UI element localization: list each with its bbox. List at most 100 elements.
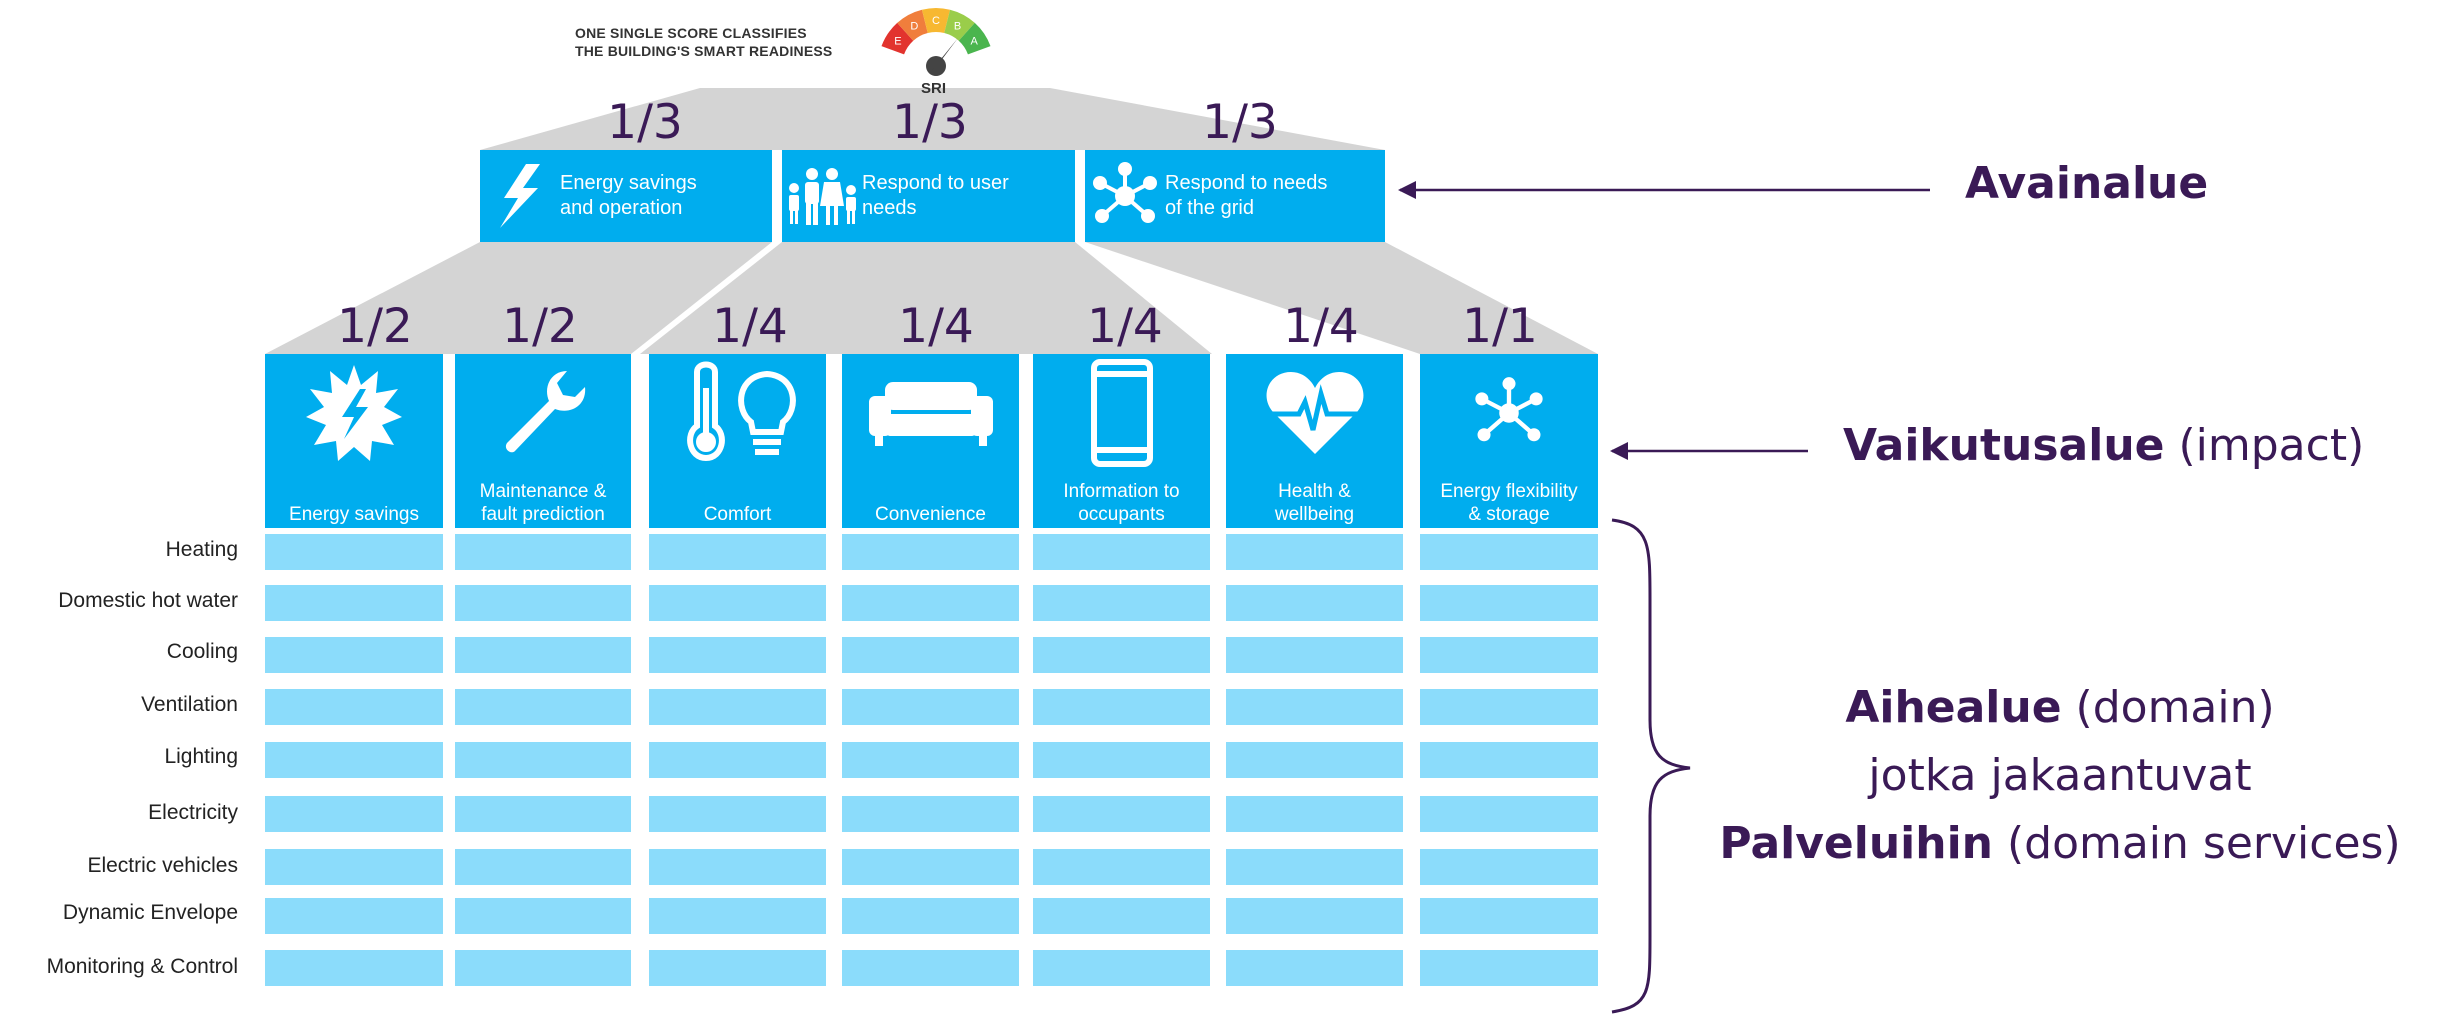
key-criterion-user-needs: Respond to user needs xyxy=(782,150,1075,242)
grid-cell xyxy=(455,637,631,673)
grid-cell xyxy=(1226,950,1403,986)
key-criterion-energy-savings: Energy savings and operation xyxy=(480,150,772,242)
domain-label-cooling: Cooling xyxy=(166,640,238,663)
grid-cell xyxy=(842,689,1019,725)
impact-fraction: 1/4 xyxy=(712,299,788,354)
grid-cell xyxy=(1033,950,1210,986)
grid-cell xyxy=(1420,742,1598,778)
vaikutusalue-term: Vaikutusalue xyxy=(1843,420,2165,471)
grid-cell xyxy=(455,849,631,885)
grid-cell xyxy=(842,950,1019,986)
domain-label-electricity: Electricity xyxy=(148,801,238,824)
grid-cell xyxy=(1033,742,1210,778)
gauge-letter: C xyxy=(932,15,940,27)
grid-cell xyxy=(1420,796,1598,832)
gauge-letter: A xyxy=(970,35,978,47)
impact-criterion-convenience: Convenience xyxy=(842,354,1019,528)
grid-cell xyxy=(1226,849,1403,885)
impact-fraction: 1/1 xyxy=(1462,299,1538,354)
avainalue-arrowhead xyxy=(1398,181,1416,199)
vaikutusalue-arrowhead xyxy=(1610,442,1628,460)
gauge-segment xyxy=(921,8,951,34)
grid-cell xyxy=(842,534,1019,570)
grid-cell xyxy=(455,950,631,986)
impact-criterion-energy-savings: Energy savings xyxy=(265,354,443,528)
jakaantuvat-label: jotka jakaantuvat xyxy=(1868,750,2252,801)
impact-fraction: 1/2 xyxy=(502,299,578,354)
palveluihin-label: Palveluihin (domain services) xyxy=(1670,810,2450,878)
grid-cell xyxy=(842,585,1019,621)
grid-cell xyxy=(842,849,1019,885)
sofa-icon xyxy=(842,354,1019,472)
gauge-letter: E xyxy=(894,35,901,47)
grid-cell xyxy=(265,689,443,725)
grid-cell xyxy=(455,534,631,570)
grid-cell xyxy=(455,585,631,621)
lightning-icon xyxy=(480,164,560,228)
domain-label-heating: Heating xyxy=(165,538,238,561)
heart-pulse-icon xyxy=(1226,354,1403,472)
grid-cell xyxy=(649,689,826,725)
grid-cell xyxy=(1420,534,1598,570)
impact-criterion-label: Convenience xyxy=(875,504,986,525)
grid-cell xyxy=(842,637,1019,673)
grid-cell xyxy=(649,950,826,986)
grid-cell xyxy=(649,585,826,621)
grid-cell xyxy=(1420,637,1598,673)
grid-cell xyxy=(455,742,631,778)
grid-cell xyxy=(1033,689,1210,725)
user-key-to-impact-connector xyxy=(640,242,1212,354)
impact-criterion-label: Energy flexibility & storage xyxy=(1440,481,1578,525)
grid-cell xyxy=(265,849,443,885)
sri-to-key-connector xyxy=(480,88,1385,150)
grid-cell xyxy=(265,534,443,570)
key-fraction-grid: 1/3 xyxy=(1202,95,1278,150)
grid-cell xyxy=(1226,637,1403,673)
gauge-letter: B xyxy=(954,20,961,32)
key-criterion-grid-needs: Respond to needs of the grid xyxy=(1085,150,1385,242)
network-icon xyxy=(1420,354,1598,472)
grid-cell xyxy=(842,898,1019,934)
vaikutusalue-label: Vaikutusalue (impact) xyxy=(1843,420,2364,471)
energy-burst-icon xyxy=(265,354,443,472)
domain-label-monitoring-control: Monitoring & Control xyxy=(46,955,238,978)
vaikutusalue-gloss: (impact) xyxy=(2164,420,2365,471)
domain-label-ventilation: Ventilation xyxy=(141,693,238,716)
grid-cell xyxy=(455,898,631,934)
energy-key-to-impact-connector xyxy=(265,242,772,354)
impact-criterion-label: Comfort xyxy=(703,504,772,525)
grid-cell xyxy=(265,898,443,934)
impact-fraction: 1/4 xyxy=(1283,299,1359,354)
gauge-segment xyxy=(958,22,991,55)
grid-cell xyxy=(1420,950,1598,986)
gauge-segment xyxy=(881,22,914,55)
grid-cell xyxy=(1420,898,1598,934)
grid-cell xyxy=(1033,534,1210,570)
family-icon xyxy=(782,166,862,226)
impact-criterion-label: Energy savings xyxy=(289,504,419,525)
domain-label-electric-vehicles: Electric vehicles xyxy=(87,854,238,877)
sri-label: SRI xyxy=(921,80,947,97)
sri-caption: ONE SINGLE SCORE CLASSIFIES THE BUILDING… xyxy=(575,25,833,59)
grid-cell xyxy=(1420,585,1598,621)
thermometer-bulb-icon xyxy=(649,354,826,472)
key-fraction-user: 1/3 xyxy=(892,95,968,150)
domain-label-dynamic-envelope: Dynamic Envelope xyxy=(62,901,238,924)
gauge-segment xyxy=(897,9,928,41)
impact-fraction: 1/4 xyxy=(898,299,974,354)
grid-cell xyxy=(1226,742,1403,778)
key-criterion-label: Respond to needs of the grid xyxy=(1165,172,1328,219)
grid-cell xyxy=(649,534,826,570)
gauge-letter: D xyxy=(910,20,918,32)
grid-cell xyxy=(1420,849,1598,885)
impact-criterion-information: Information to occupants xyxy=(1033,354,1210,528)
grid-cell xyxy=(1033,849,1210,885)
palveluihin-gloss: (domain services) xyxy=(1992,818,2401,869)
impact-fraction: 1/4 xyxy=(1087,299,1163,354)
grid-cell xyxy=(1226,585,1403,621)
impact-fraction: 1/2 xyxy=(337,299,413,354)
impact-criterion-label: Maintenance & fault prediction xyxy=(479,481,607,525)
grid-key-to-impact-connector xyxy=(1085,242,1598,354)
key-criterion-label: Energy savings and operation xyxy=(560,172,697,219)
network-icon xyxy=(1085,161,1165,231)
